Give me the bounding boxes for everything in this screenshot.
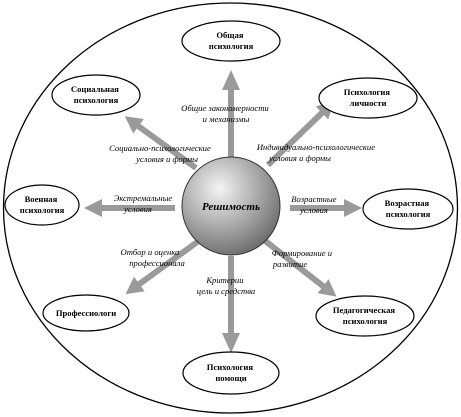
node-shapes [4, 20, 454, 395]
node-label-age: Возрастная психология [385, 198, 432, 219]
node-personality [318, 77, 418, 119]
edge-label-social: Социально-психологические условия и форм… [109, 143, 213, 164]
edge-label-personality: Индивидуально-психологические условия и … [256, 142, 377, 163]
node-label-line: Психология [207, 362, 254, 372]
outer-boundary [2, 2, 459, 414]
node-label-line: Возрастная [385, 198, 430, 208]
node-label-military: Военная психология [20, 194, 65, 215]
node-label-line: помощи [215, 373, 246, 383]
edge-label-line: Формирование и [272, 248, 332, 258]
edge-label-line: цель и средства [197, 286, 255, 296]
edge-label-line: условия [299, 205, 328, 215]
edge-label-help: Критерии цель и средства [197, 275, 255, 296]
edge-label-line: профессионала [129, 258, 185, 268]
center-sphere [181, 156, 281, 256]
edge-label-line: развитие [272, 259, 307, 269]
arrow-professional [125, 237, 202, 295]
node-label-line: Психология [344, 87, 391, 97]
arrow-age [290, 199, 362, 217]
node-label-social: Социальная психология [71, 84, 121, 105]
edge-label-line: условия и формы [268, 153, 331, 163]
node-age [362, 188, 454, 230]
node-label-line: Общая [216, 30, 244, 40]
node-social [51, 74, 141, 116]
edge-label-line: Индивидуально-психологические [256, 142, 375, 152]
arrow-social [124, 116, 198, 171]
edge-label-line: Возрастные [291, 194, 336, 204]
edge-label-line: Экстремальные [114, 193, 173, 203]
edge-label-line: Общие закономерности [181, 103, 269, 113]
center-label: Решимость [202, 201, 260, 213]
edge-label-military: Экстремальные условия [114, 193, 175, 214]
node-label-line: личности [350, 98, 387, 108]
arrow-general [222, 70, 240, 157]
edge-label-line: условия и формы [135, 154, 198, 164]
arrow-pedagogical [262, 237, 337, 297]
node-general [181, 20, 281, 62]
edge-labels: Общие закономерности и механизмы Индивид… [109, 103, 377, 296]
edge-label-line: и механизмы [203, 114, 250, 124]
edge-label-professional: Отбор и оценка профессионала [121, 247, 185, 268]
node-label-line: Профессиологи [56, 308, 116, 318]
edge-label-general: Общие закономерности и механизмы [181, 103, 271, 124]
arrows [84, 70, 362, 353]
node-label-personality: Психология личности [344, 87, 392, 108]
node-label-pedagogical: Педагогическая психология [333, 305, 397, 326]
edge-label-age: Возрастные условия [291, 194, 338, 215]
node-label-line: Социальная [71, 84, 119, 94]
node-military [4, 184, 80, 226]
node-label-help: Психология помощи [207, 362, 255, 383]
edge-label-pedagogical: Формирование и развитие [272, 248, 334, 269]
node-label-line: психология [209, 41, 254, 51]
edge-label-line: Отбор и оценка [121, 247, 180, 257]
node-label-professional: Профессиологи [56, 308, 116, 318]
edge-label-line: Критерии [205, 275, 243, 285]
node-label-line: Военная [25, 194, 58, 204]
edge-label-line: Социально-психологические [109, 143, 211, 153]
edge-label-line: условия [123, 204, 152, 214]
arrow-help [222, 256, 240, 353]
node-help [182, 351, 280, 395]
node-label-line: психология [20, 205, 65, 215]
node-label-line: Педагогическая [333, 305, 396, 315]
arrow-military [84, 199, 175, 217]
node-label-line: психология [343, 316, 388, 326]
node-label-line: психология [74, 95, 119, 105]
node-label-line: психология [386, 209, 431, 219]
node-pedagogical [315, 295, 415, 337]
node-label-general: Общая психология [209, 30, 254, 51]
node-professional [42, 294, 130, 332]
node-labels: Общая психология Психология личности Воз… [20, 30, 432, 383]
